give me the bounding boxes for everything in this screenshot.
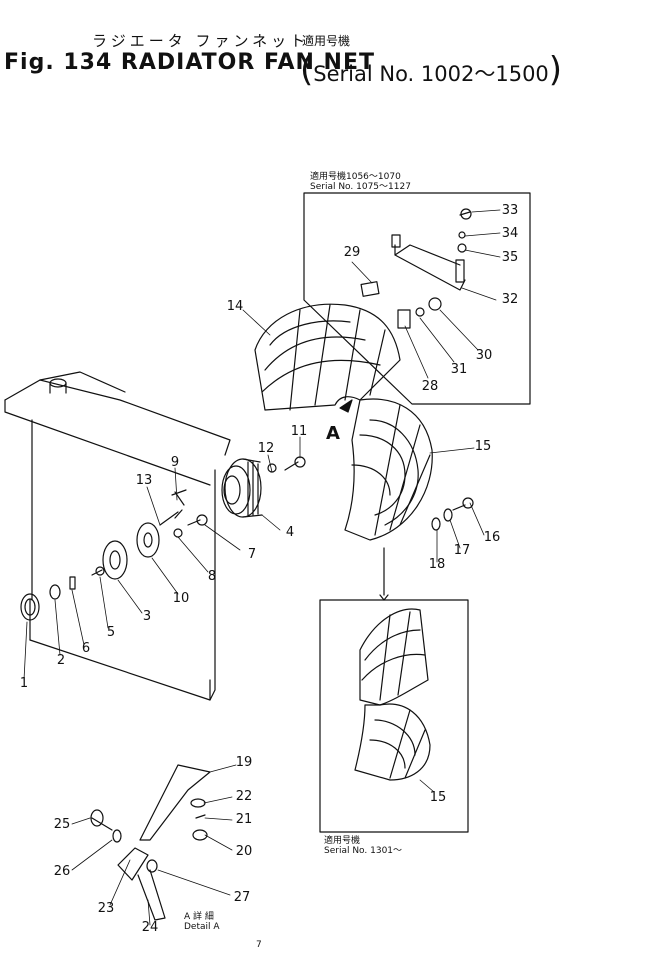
fan-hub	[221, 458, 263, 518]
callout-25: 25	[53, 817, 71, 832]
callout-3: 3	[142, 609, 152, 624]
inset-bottom-note: 適用号機 Serial No. 1301～	[324, 836, 402, 856]
callout-15: 15	[474, 439, 492, 454]
callout-27: 27	[233, 890, 251, 905]
callout-14: 14	[226, 299, 244, 314]
callout-31: 31	[450, 362, 468, 377]
callout-12: 12	[257, 441, 275, 456]
callout-10: 10	[172, 591, 190, 606]
callout-33: 33	[501, 203, 519, 218]
serial-range: (Serial No. 1002～1500)	[300, 50, 563, 90]
callout-18: 18	[428, 557, 446, 572]
inset-bottom-serial: Serial No. 1301～	[324, 846, 403, 856]
inset-top-note: 適用号機1056～1070 Serial No. 1075～1127	[310, 172, 411, 192]
inset-top-jp: 適用号機1056～1070	[310, 172, 401, 182]
serial-range-text: Serial No. 1002～1500	[313, 62, 549, 86]
callout-26: 26	[53, 864, 71, 879]
callout-22: 22	[235, 789, 253, 804]
inset-top-frame	[303, 192, 531, 405]
callout-20: 20	[235, 844, 253, 859]
inset-bottom-jp: 適用号機	[324, 836, 361, 846]
callout-30: 30	[475, 348, 493, 363]
callout-29: 29	[343, 245, 361, 260]
callout-11: 11	[290, 424, 308, 439]
detail-a-note: A 詳 細 Detail A	[184, 912, 220, 932]
fan-net-inset	[354, 547, 431, 781]
callout-1: 1	[19, 676, 29, 691]
callout-24: 24	[141, 920, 159, 935]
figure-title: Fig. 134 RADIATOR FAN NET	[4, 50, 376, 75]
callout-15-inset: 15	[429, 790, 447, 805]
callout-9: 9	[170, 455, 180, 470]
fan-net-main	[254, 303, 433, 541]
callout-6: 6	[81, 641, 91, 656]
detail-a-jp: A 詳 細	[184, 912, 214, 922]
callout-23: 23	[97, 901, 115, 916]
callout-17: 17	[453, 543, 471, 558]
callout-34: 34	[501, 226, 519, 241]
callout-4: 4	[285, 525, 295, 540]
hardware-parts	[20, 208, 474, 621]
detail-a-drawing	[90, 764, 211, 921]
title-japanese-serial: 適用号機	[302, 34, 351, 48]
detail-a-en: Detail A	[184, 922, 220, 932]
title-japanese: ラジエータ ファンネット	[92, 32, 310, 50]
callout-2: 2	[56, 653, 66, 668]
callout-35: 35	[501, 250, 519, 265]
callout-19: 19	[235, 755, 253, 770]
callout-7: 7	[247, 547, 257, 562]
callout-5: 5	[106, 625, 116, 640]
inset-bottom-frame	[319, 599, 469, 833]
view-letter-a: A	[326, 423, 340, 444]
callout-13: 13	[135, 473, 153, 488]
callout-16: 16	[483, 530, 501, 545]
callout-28: 28	[421, 379, 439, 394]
page-mark: 7	[256, 940, 262, 950]
leader-lines	[23, 209, 501, 926]
callout-21: 21	[235, 812, 253, 827]
inset-top-serial: Serial No. 1075～1127	[310, 182, 411, 192]
callout-8: 8	[207, 569, 217, 584]
radiator-body	[4, 371, 231, 701]
callout-32: 32	[501, 292, 519, 307]
